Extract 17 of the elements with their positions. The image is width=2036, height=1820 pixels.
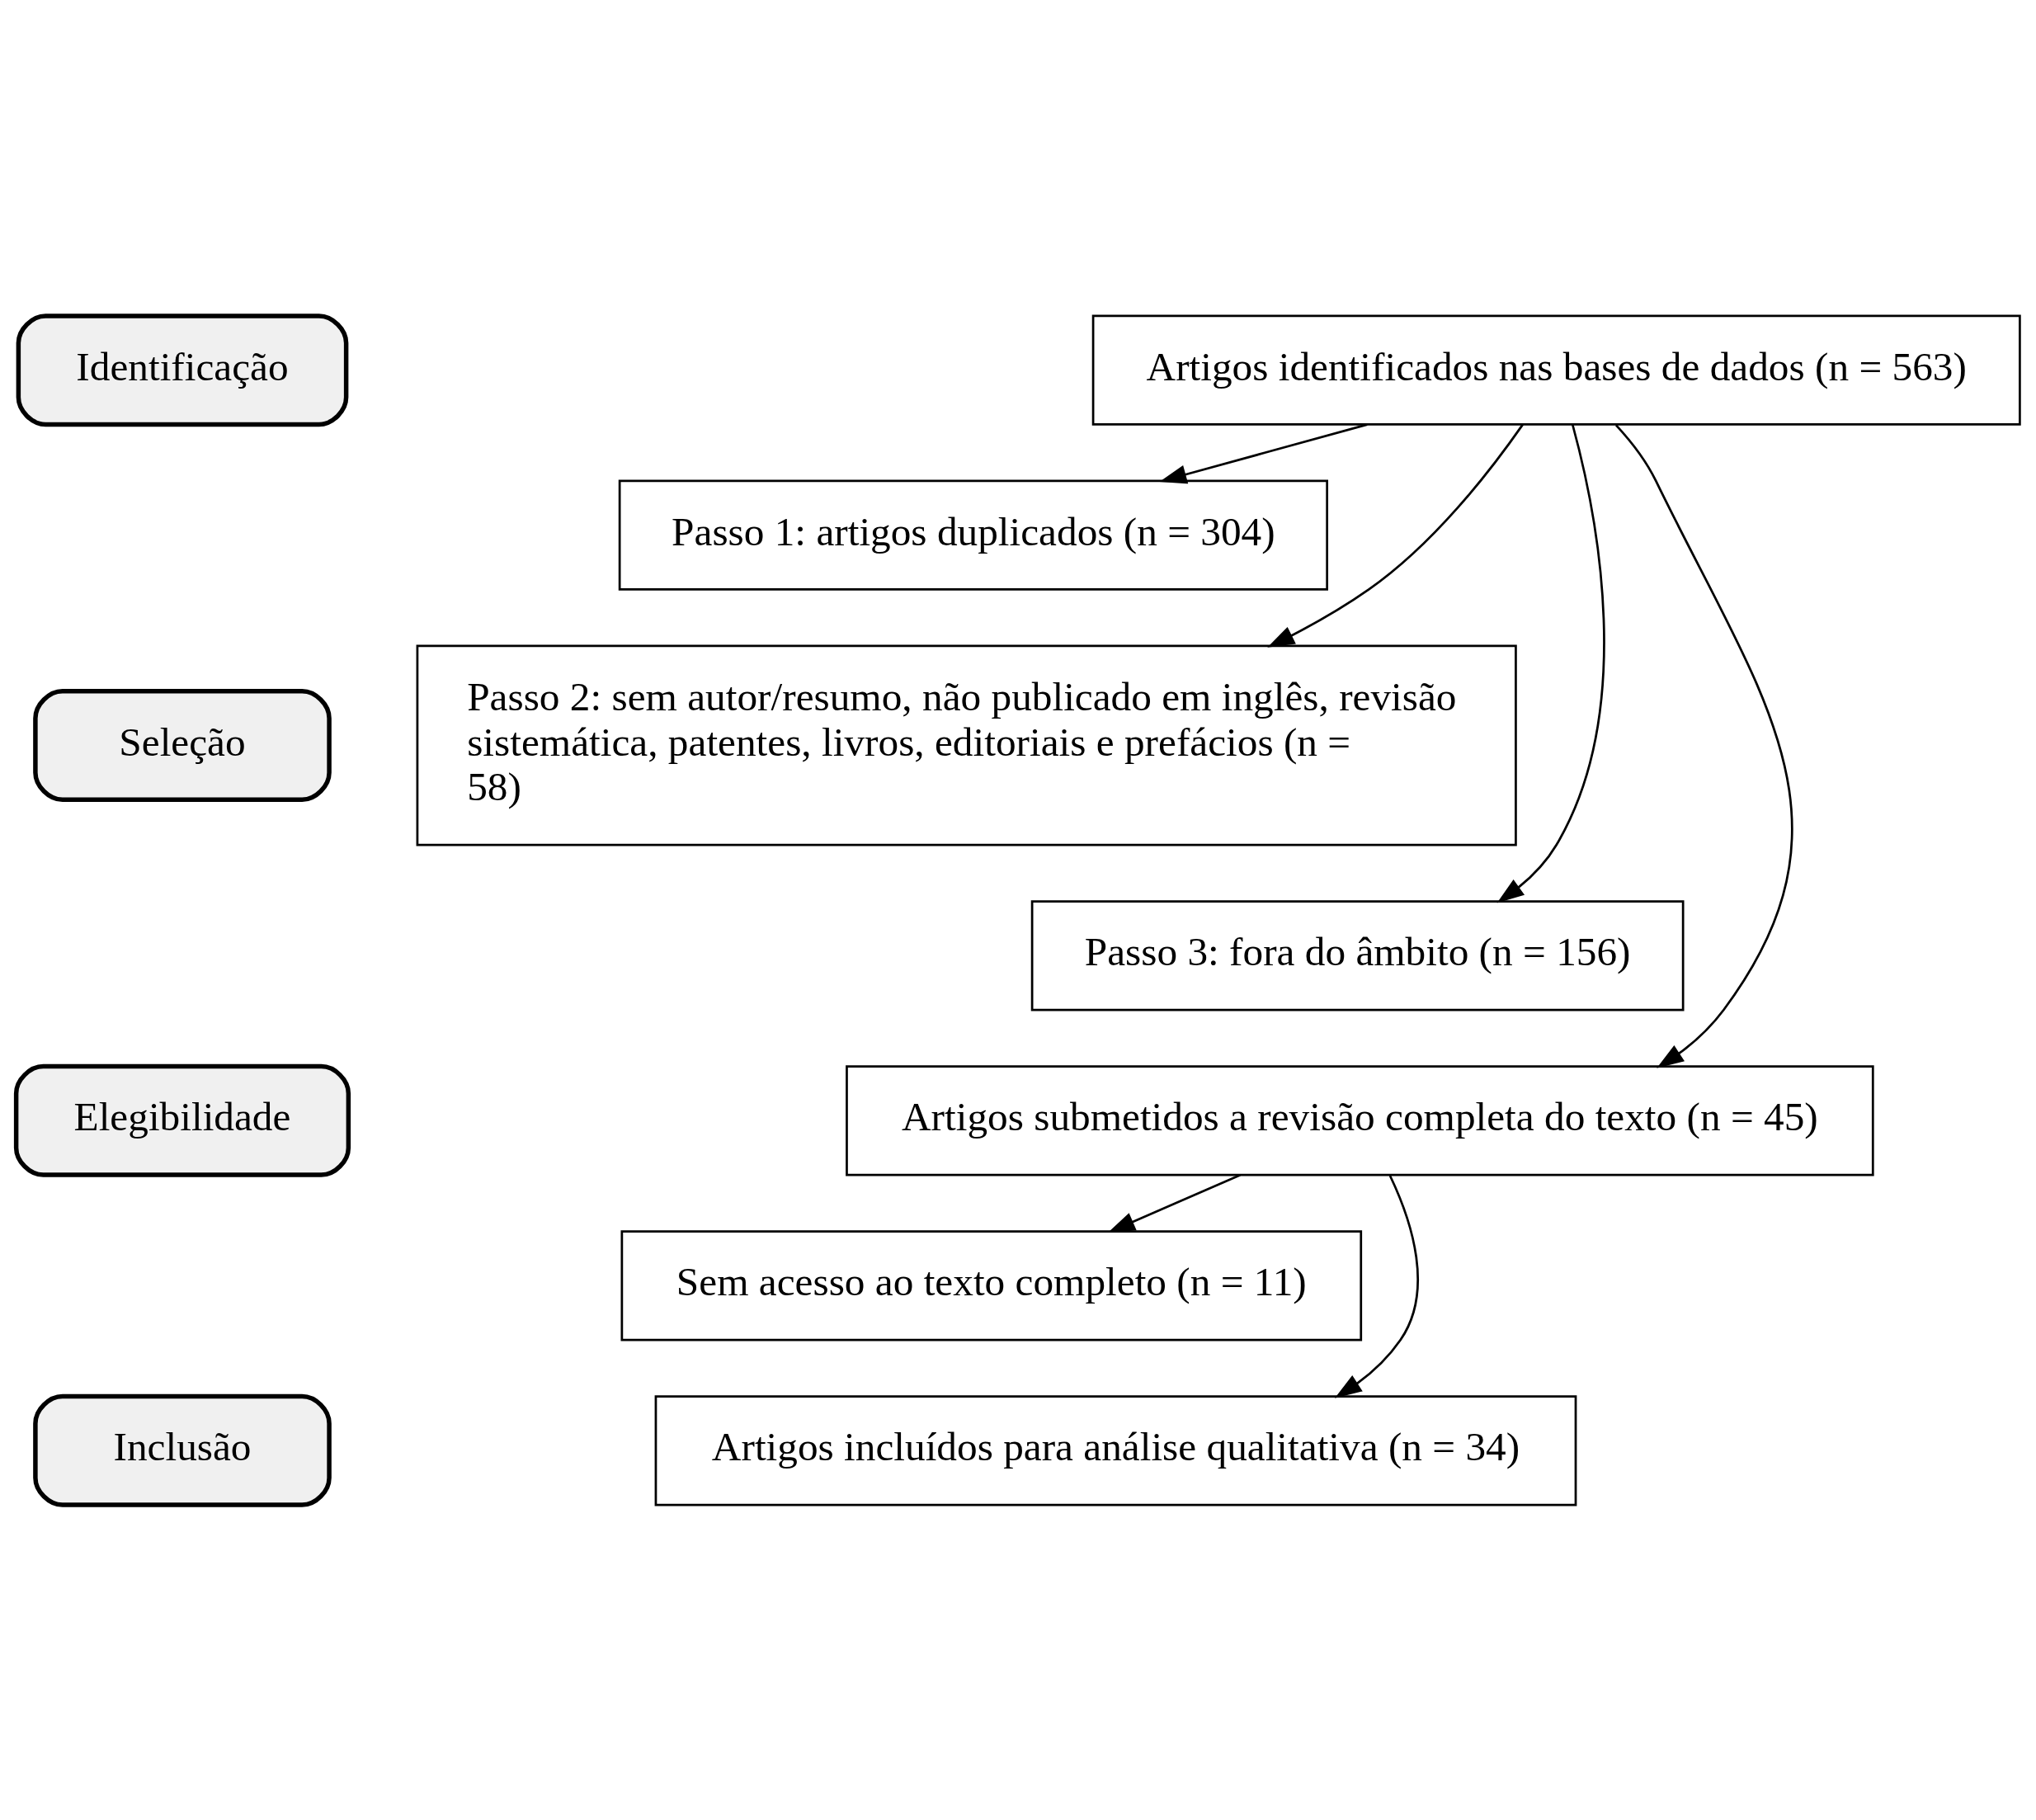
- arrow: [1267, 423, 1524, 648]
- arrow: [1159, 422, 1368, 483]
- arrow: [1496, 423, 1605, 903]
- arrow: [1334, 1174, 1419, 1398]
- arrow: [1108, 1173, 1241, 1233]
- arrow: [1615, 423, 1793, 1068]
- node-box: Elegibilidade: [13, 1063, 351, 1177]
- node-box: Passo 2: sem autor/resumo, não publicado em inglês, revisão sistemática, patentes, livros, editoriais e prefácios (n = 58): [416, 644, 1517, 846]
- node-box: Artigos submetidos a revisão completa do texto (n = 45): [846, 1064, 1874, 1176]
- node-box: Inclusão: [33, 1393, 332, 1507]
- node-box: Artigos identificados nas bases de dados (n = 563): [1091, 314, 2021, 426]
- node-box: Artigos incluídos para análise qualitativa (n = 34): [654, 1394, 1577, 1506]
- node-box: Passo 3: fora do âmbito (n = 156): [1030, 899, 1685, 1011]
- node-box: Sem acesso ao texto completo (n = 11): [620, 1229, 1363, 1341]
- node-box: Passo 1: artigos duplicados (n = 304): [618, 479, 1328, 591]
- node-box: Seleção: [33, 688, 332, 802]
- node-box: Identificação: [16, 313, 349, 427]
